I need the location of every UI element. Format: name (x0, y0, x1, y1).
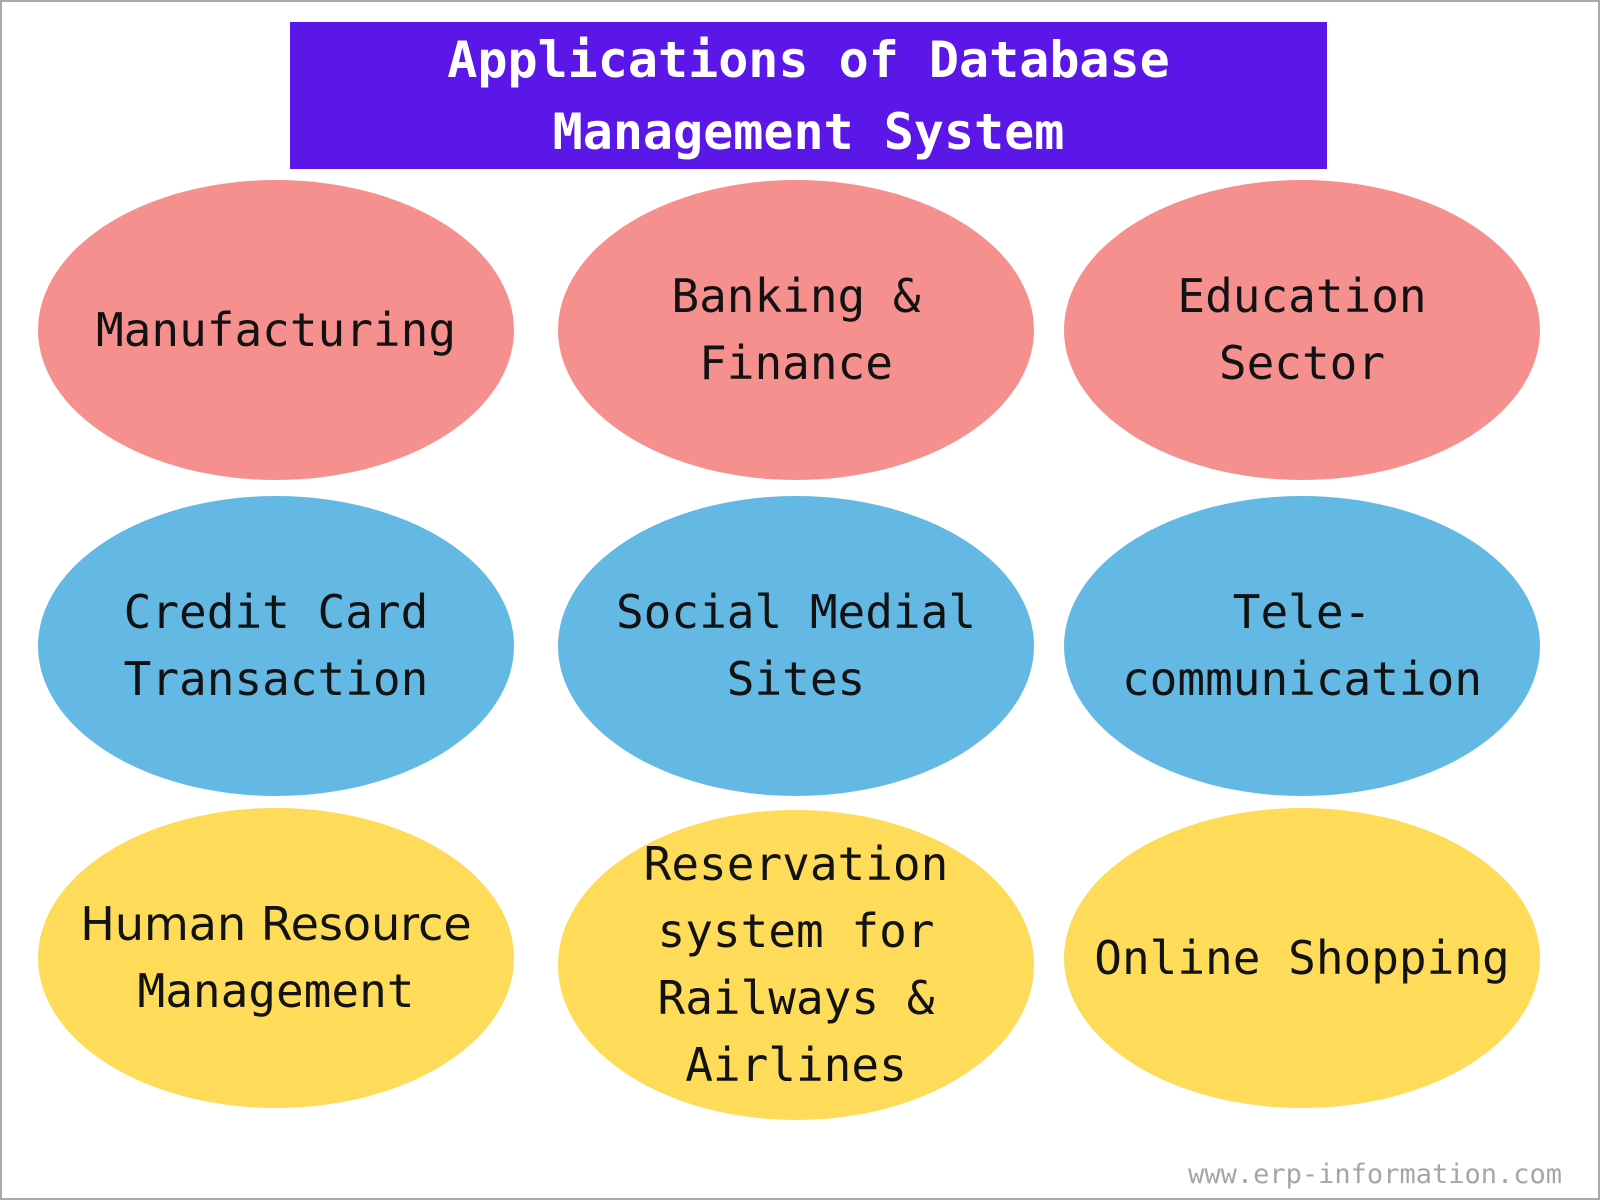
ellipse-label-line: Railways & (657, 971, 935, 1025)
ellipse-label-line: Sites (726, 652, 866, 706)
ellipse-label-line: Reservation (643, 837, 949, 891)
ellipse-label-line: Social Medial (615, 585, 977, 639)
ellipse-label-line: Online Shopping (1094, 930, 1510, 985)
ellipse-label-line: communication (1121, 652, 1483, 706)
ellipse-label-line: Finance (699, 336, 893, 390)
ellipse-label-line: Manufacturing (95, 302, 457, 357)
ellipse-manufacturing: Manufacturing (38, 180, 514, 480)
ellipse-label: Online Shopping (1094, 925, 1509, 992)
ellipse-label-line: Sector (1218, 336, 1386, 390)
ellipse-online-shopping: Online Shopping (1064, 808, 1540, 1108)
ellipse-banking-finance: Banking & Finance (558, 180, 1034, 480)
ellipse-label: Tele-communication (1122, 579, 1482, 713)
ellipse-label-line: Transaction (123, 652, 429, 706)
ellipse-label-line: Banking & (671, 269, 921, 323)
watermark-url: www.erp-information.com (1188, 1159, 1562, 1190)
ellipse-label-line: Education (1177, 269, 1427, 323)
page-title-line-2: Management System (552, 102, 1065, 161)
ellipse-label-line: Tele- (1232, 585, 1372, 639)
title-banner: Applications of Database Management Syst… (290, 22, 1327, 169)
ellipse-label-line: Human Resource (80, 897, 472, 951)
page-title-line-1: Applications of Database (447, 30, 1170, 89)
ellipse-label-line: Airlines (685, 1038, 907, 1092)
ellipse-tele-communication: Tele-communication (1064, 496, 1540, 796)
ellipse-label-line: Management (137, 964, 415, 1018)
ellipse-label: Manufacturing (96, 297, 456, 364)
ellipse-label-line: system for (657, 904, 935, 958)
ellipse-label-line: Credit Card (123, 585, 429, 639)
ellipse-label: Banking & Finance (671, 263, 920, 397)
